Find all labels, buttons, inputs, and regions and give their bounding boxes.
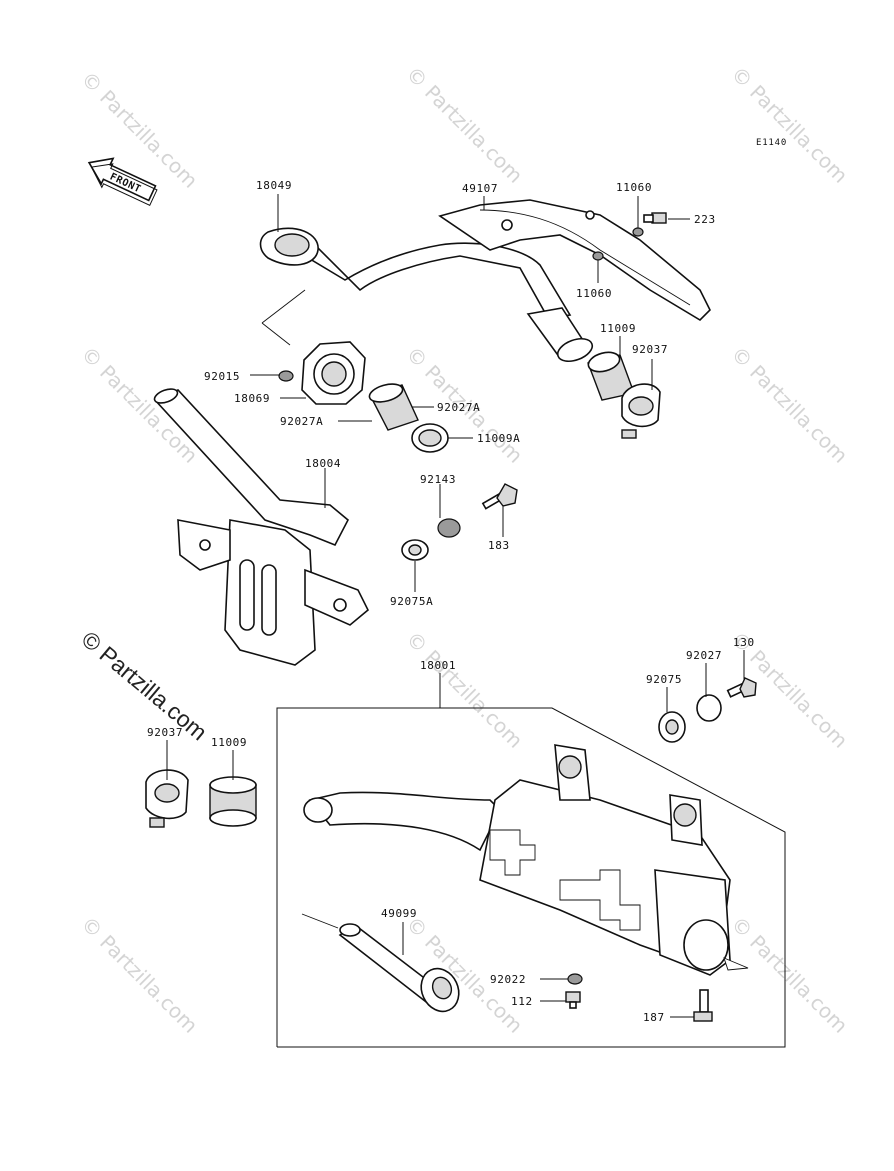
callout-18001: 18001 [420,659,456,672]
washer-92022 [567,973,583,985]
diagram-code: E1140 [756,138,787,148]
watermark: © Partzilla.com [726,342,852,468]
leader-lines [166,194,745,1018]
callout-92022: 92022 [490,973,526,986]
callout-187: 187 [643,1011,665,1024]
callout-92037-top: 92037 [632,343,668,356]
washer-11060-top [632,227,644,237]
watermark: © Partzilla.com [726,912,852,1038]
callout-92075: 92075 [646,673,682,686]
callout-49099: 49099 [381,907,417,920]
exhaust-pipe [259,227,594,363]
bolt-187 [693,989,713,1022]
callout-92143: 92143 [420,473,456,486]
clamp-92037-bottom [145,769,189,828]
callouts: 18049 49107 11060 223 11060 11009 92037 … [147,179,755,1024]
prominent-watermark: © Partzilla.com [77,626,212,746]
callout-11060-mid: 11060 [576,287,612,300]
callout-92027A-right: 92027A [437,401,480,414]
clamp-92037-top [621,383,661,439]
collar-92027 [696,694,722,722]
bolt-130 [726,677,757,698]
callout-92027A-left: 92027A [280,415,323,428]
gasket-11009-top [587,351,635,401]
collar-92143 [437,518,461,538]
muffler-box [276,707,786,1048]
callout-130: 130 [733,636,755,649]
callout-11009A: 11009A [477,432,520,445]
callout-11009-top: 11009 [600,322,636,335]
callout-92075A: 92075A [390,595,433,608]
watermark: © Partzilla.com [76,912,202,1038]
flange-18069 [301,341,366,405]
callout-183: 183 [488,539,510,552]
spark-arrester-49099 [301,913,460,1013]
bolt-112 [565,991,581,1009]
callout-18004: 18004 [305,457,341,470]
bolt-223 [643,212,667,224]
heat-guard [438,199,711,322]
callout-92037-bottom: 92037 [147,726,183,739]
washer-11060-mid [592,251,604,261]
gasket-11009-bottom [209,776,257,827]
callout-11060-top: 11060 [616,181,652,194]
callout-92027: 92027 [686,649,722,662]
watermark: © Partzilla.com [401,627,527,753]
grommet-92075A-hole [408,544,422,556]
silencer-18004 [153,388,369,666]
callout-18069: 18069 [234,392,270,405]
callout-223: 223 [694,213,716,226]
grommet-92075-hole [665,719,679,735]
callout-11009-bottom: 11009 [211,736,247,749]
callout-18049: 18049 [256,179,292,192]
callout-112: 112 [511,995,533,1008]
watermark: © Partzilla.com [401,62,527,188]
collar-92027A [368,383,419,431]
gasket-11009A-bore [418,429,442,447]
bolt-183 [481,483,518,510]
muffler-18001 [303,744,749,976]
callout-92015: 92015 [204,370,240,383]
callout-49107: 49107 [462,182,498,195]
nut-92015 [278,370,294,382]
watermark: © Partzilla.com [726,62,852,188]
front-arrow: FRONT [87,157,158,206]
